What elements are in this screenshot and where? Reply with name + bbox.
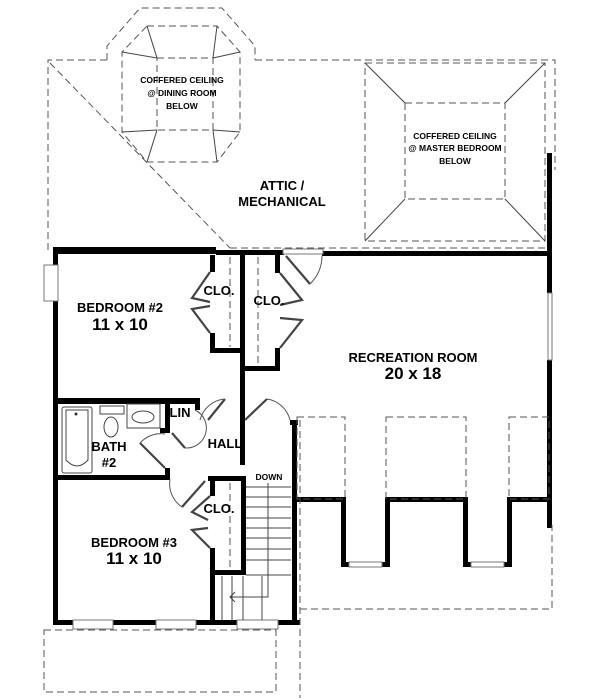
- window-stair: [236, 619, 279, 630]
- window-bay-left: [348, 561, 383, 568]
- attic-access: [282, 248, 324, 255]
- attic-outline: [47, 7, 556, 250]
- toilet-tank: [99, 405, 125, 415]
- closet-bedroom2-label: CLO.: [203, 283, 234, 298]
- closet-bedroom3-label: CLO.: [203, 501, 234, 516]
- staircase[interactable]: DOWN: [221, 472, 291, 620]
- window-bedroom3-left: [72, 619, 114, 630]
- recreation-room-name: RECREATION ROOM: [348, 350, 477, 365]
- lower-dashed-outlines: [43, 416, 553, 698]
- window-bedroom3-right: [155, 619, 197, 630]
- closet-hall-label: CLO.: [253, 293, 284, 308]
- walls: [53, 153, 552, 625]
- bedroom2-name: BEDROOM #2: [77, 300, 163, 315]
- room-bath-2: BATH #2: [91, 439, 126, 470]
- attic-label-line2: MECHANICAL: [238, 194, 325, 209]
- bath2-label-line2: #2: [102, 455, 116, 470]
- recreation-room-size: 20 x 18: [385, 364, 442, 383]
- hall-label: HALL: [208, 436, 243, 451]
- stairs-down-label: DOWN: [256, 472, 283, 482]
- vanity: [126, 403, 161, 429]
- bath2-label-line1: BATH: [91, 439, 126, 454]
- bathtub: [61, 406, 93, 474]
- stair-direction-arrow: [230, 483, 269, 598]
- master-ceiling-label-line2: @ MASTER BEDROOM: [408, 143, 501, 153]
- sink: [131, 410, 155, 424]
- window-recreation: [547, 292, 553, 361]
- bedroom3-size: 11 x 10: [106, 549, 162, 568]
- window-bedroom2: [43, 264, 59, 302]
- bath-fixtures: [61, 403, 161, 474]
- master-ceiling-label-line1: COFFERED CEILING: [413, 131, 497, 141]
- dining-coffered-ceiling: COFFERED CEILING @ DINING ROOM BELOW: [121, 25, 241, 163]
- toilet-bowl: [103, 416, 119, 438]
- dining-ceiling-label-line3: BELOW: [166, 101, 199, 111]
- bedroom3-name: BEDROOM #3: [91, 535, 177, 550]
- attic-label-line1: ATTIC /: [260, 178, 305, 193]
- master-coffered-ceiling: COFFERED CEILING @ MASTER BEDROOM BELOW: [364, 62, 546, 242]
- room-recreation: RECREATION ROOM 20 x 18: [348, 350, 477, 383]
- dining-ceiling-label-line1: COFFERED CEILING: [140, 75, 224, 85]
- bedroom2-size: 11 x 10: [92, 315, 148, 334]
- room-bedroom-3: BEDROOM #3 11 x 10: [91, 535, 177, 568]
- master-ceiling-label-line3: BELOW: [439, 156, 472, 166]
- window-bay-right: [470, 561, 505, 568]
- dining-ceiling-label-line2: @ DINING ROOM: [147, 88, 216, 98]
- windows: [43, 248, 553, 630]
- doors: [139, 255, 323, 549]
- room-bedroom-2: BEDROOM #2 11 x 10: [77, 300, 163, 334]
- linen-closet-label: LIN: [170, 405, 191, 420]
